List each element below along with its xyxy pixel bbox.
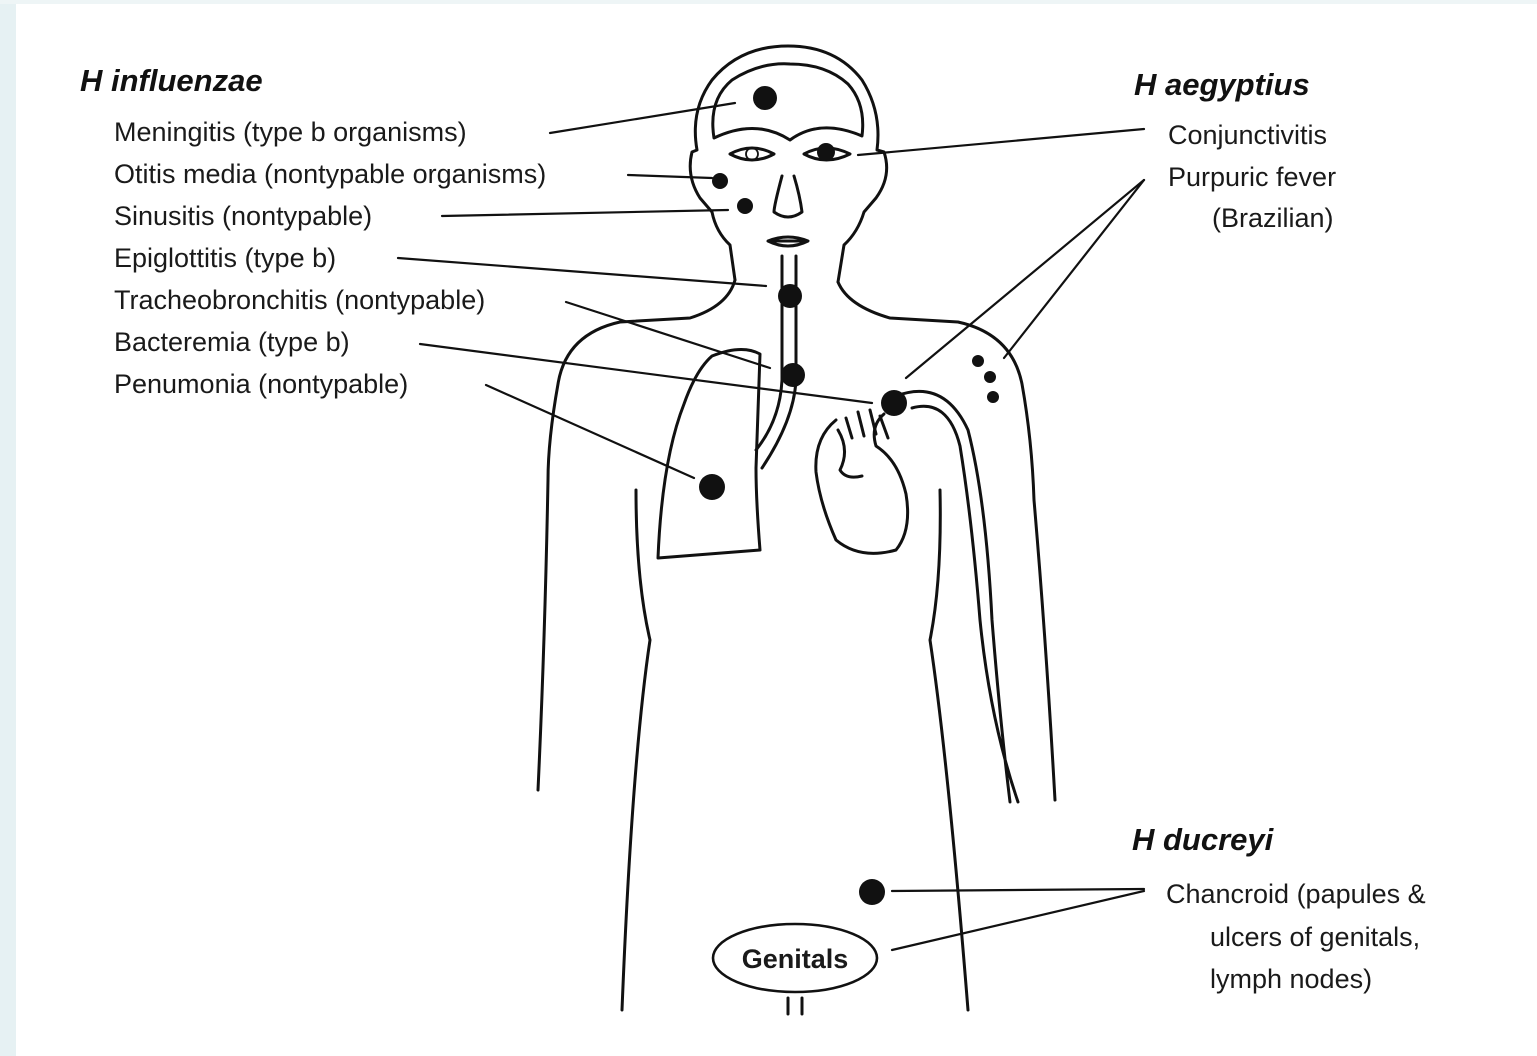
label-meningitis: Meningitis (type b organisms) <box>114 117 467 147</box>
leader-chancroid-1 <box>892 889 1144 891</box>
left-eye-iris <box>746 148 758 160</box>
leader-conjunctivitis <box>858 129 1144 155</box>
genitals-label: Genitals <box>742 944 849 974</box>
label-chancroid: Chancroid (papules & <box>1166 879 1426 909</box>
mouth <box>768 237 808 246</box>
label-purpuric-fever: Purpuric fever <box>1168 162 1336 192</box>
right-shoulder-outline <box>838 282 1055 800</box>
leader-epiglottitis <box>398 258 766 286</box>
genital-stem <box>788 998 802 1014</box>
leader-lines <box>398 103 1144 950</box>
site-sinus <box>737 198 753 214</box>
h-ducreyi-group: H ducreyi Chancroid (papules & ulcers of… <box>1132 822 1426 994</box>
site-skin-3 <box>987 391 999 403</box>
h-aegyptius-group: H aegyptius Conjunctivitis Purpuric feve… <box>1134 67 1336 233</box>
label-conjunctivitis: Conjunctivitis <box>1168 120 1327 150</box>
site-middle-ear <box>712 173 728 189</box>
site-bronchus <box>781 363 805 387</box>
leader-pneumonia <box>486 385 694 478</box>
label-ulcers: ulcers of genitals, <box>1210 922 1420 952</box>
label-tracheobronchitis: Tracheobronchitis (nontypable) <box>114 285 485 315</box>
heart <box>816 414 908 553</box>
label-bacteremia: Bacteremia (type b) <box>114 327 350 357</box>
leader-purpuric-2 <box>1004 180 1144 358</box>
label-brazilian: (Brazilian) <box>1212 203 1334 233</box>
label-lymph-nodes: lymph nodes) <box>1210 964 1372 994</box>
nose <box>774 176 802 217</box>
site-skin-1 <box>972 355 984 367</box>
h-aegyptius-heading: H aegyptius <box>1134 67 1310 102</box>
leader-tracheobronchitis <box>566 302 770 368</box>
site-bloodstream <box>881 390 907 416</box>
label-sinusitis: Sinusitis (nontypable) <box>114 201 372 231</box>
site-epiglottis <box>778 284 802 308</box>
leader-otitis <box>628 175 712 178</box>
human-figure-outline <box>538 46 1055 1014</box>
site-lung <box>699 474 725 500</box>
left-torso-side <box>622 490 650 1010</box>
brain-outline <box>713 64 863 140</box>
leader-meningitis <box>550 103 735 133</box>
site-conjunctiva <box>817 143 835 161</box>
site-skin-2 <box>984 371 996 383</box>
h-influenzae-group: H influenzae Meningitis (type b organism… <box>80 63 546 399</box>
label-epiglottitis: Epiglottitis (type b) <box>114 243 336 273</box>
right-torso-side <box>930 490 968 1010</box>
site-meninges <box>753 86 777 110</box>
arm-vessel <box>896 391 1018 802</box>
infection-sites <box>699 86 999 905</box>
site-inguinal <box>859 879 885 905</box>
leader-chancroid-2 <box>892 891 1144 950</box>
h-ducreyi-heading: H ducreyi <box>1132 822 1275 857</box>
left-eye <box>730 148 774 160</box>
h-influenzae-heading: H influenzae <box>80 63 263 98</box>
label-pneumonia: Penumonia (nontypable) <box>114 369 408 399</box>
leader-purpuric-1 <box>906 180 1144 378</box>
label-otitis-media: Otitis media (nontypable organisms) <box>114 159 546 189</box>
leader-sinusitis <box>442 210 728 216</box>
